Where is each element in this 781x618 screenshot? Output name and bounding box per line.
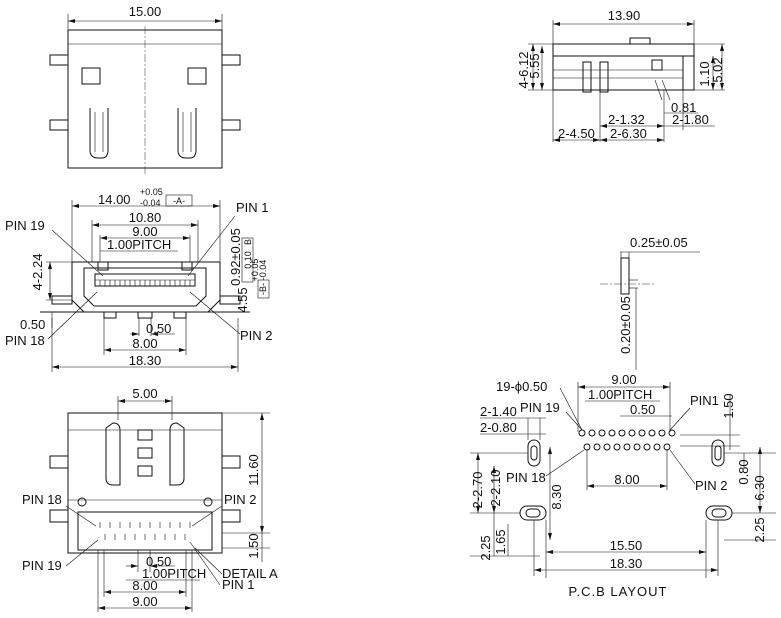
- bottom-dim-1-50: 1.50: [246, 533, 261, 558]
- pcb-dim-1-65: 1.65: [493, 529, 508, 554]
- pcb-dim-15-50: 15.50: [610, 538, 643, 553]
- pcb-pitch: 1.00PITCH: [588, 387, 652, 402]
- front-view: 14.00 +0.05 -0.04 -A- 10.80 9.00 1.00PIT…: [5, 187, 273, 372]
- pcb-dim-6-30: 6.30: [752, 475, 767, 500]
- pcb-dim-2-2-10: 2-2.10: [488, 470, 503, 507]
- front-dim-0-50-mid: 0.50: [146, 321, 171, 336]
- bottom-pin-row: [99, 522, 191, 540]
- pcb-hole-row-bottom: [583, 443, 671, 451]
- side-dim-0-81: 0.81: [671, 100, 696, 115]
- bottom-view: 5.00: [22, 386, 278, 612]
- side-dim-2-1-80: 2-1.80: [672, 112, 709, 127]
- pcb-dim-0-50: 0.50: [630, 402, 655, 417]
- pin-detail: 0.25±0.05 0.20±0.05: [600, 235, 700, 370]
- pcb-dim-2-25-right: 2.25: [752, 517, 767, 542]
- bottom-dim-11-60: 11.60: [246, 454, 261, 486]
- pcb-dim-2-25-left: 2.25: [478, 535, 493, 560]
- pcb-dim-9-00: 9.00: [611, 372, 636, 387]
- front-width-dim: 14.00: [98, 192, 131, 207]
- pcb-dim-8-00: 8.00: [614, 472, 639, 487]
- front-pin19-label: PIN 19: [5, 218, 45, 233]
- side-dim-5-55: 5.55: [527, 53, 542, 78]
- front-pin18-label: PIN 18: [5, 333, 45, 348]
- front-flatness: 0.10: [243, 251, 253, 269]
- pcb-dim-2-1-40: 2-1.40: [480, 404, 517, 419]
- bottom-dim-0-50: 0.50: [146, 554, 171, 569]
- front-dim-18-30: 18.30: [129, 353, 162, 368]
- pcb-dim-18-30: 18.30: [610, 556, 643, 571]
- pcb-dim-2-2-70: 2-2.70: [470, 472, 485, 509]
- bottom-dim-5-00: 5.00: [132, 386, 157, 401]
- side-dim-2-4-50: 2-4.50: [558, 126, 595, 141]
- pcb-pin1-label: PIN1: [690, 393, 719, 408]
- pcb-dim-8-30: 8.30: [549, 484, 564, 509]
- front-pin1-label: PIN 1: [236, 200, 269, 215]
- pcb-pin18-label: PIN 18: [506, 470, 546, 485]
- side-dim-2-1-32: 2-1.32: [608, 112, 645, 127]
- front-dim-4-2-24: 4-2.24: [30, 254, 45, 291]
- bottom-pitch: 1.00PITCH: [142, 566, 206, 581]
- bottom-dim-8-00: 8.00: [132, 578, 157, 593]
- pcb-hole-row-top: [578, 429, 676, 437]
- bottom-pin2-label: PIN 2: [224, 492, 257, 507]
- pin-detail-thickness: 0.20±0.05: [618, 296, 633, 354]
- datum-b-box: -B-: [258, 283, 268, 295]
- pcb-dim-1-50: 1.50: [721, 393, 736, 418]
- pcb-dim-0-80: 0.80: [736, 459, 751, 484]
- front-pin-row: [99, 280, 191, 286]
- front-width-tol-plus: +0.05: [140, 187, 163, 197]
- bottom-dim-9-00: 9.00: [132, 594, 157, 609]
- bottom-pin1-label: PIN 1: [222, 577, 255, 592]
- pcb-pin19-label: PIN 19: [520, 400, 560, 415]
- front-flatness-datum: B: [243, 239, 253, 245]
- side-dim-4-6-12: 4-6.12: [516, 52, 531, 89]
- front-dim-8-00: 8.00: [132, 336, 157, 351]
- pcb-holes-label: 19-ϕ0.50: [496, 379, 547, 394]
- pcb-dim-2-0-80: 2-0.80: [480, 420, 517, 435]
- front-width-tol-minus: -0.04: [140, 198, 161, 208]
- pcb-layout: 9.00 1.00PITCH 0.50 19-ϕ0.50 PIN 19 PIN1…: [470, 372, 776, 599]
- side-dim-13-90: 13.90: [608, 8, 641, 23]
- front-dim-0-50-left: 0.50: [20, 317, 45, 332]
- side-dim-2-6-30: 2-6.30: [610, 126, 647, 141]
- datum-a-box: -A-: [173, 196, 185, 206]
- side-view: 13.90 4-6.12 5.55 1.10 5.02: [516, 8, 725, 142]
- front-dim-10-80: 10.80: [129, 210, 162, 225]
- pin-detail-width: 0.25±0.05: [630, 235, 688, 250]
- front-dim-4-55-tol-minus: -0.04: [258, 260, 268, 281]
- front-dim-4-55: 4.55: [235, 287, 250, 312]
- pcb-pin2-label: PIN 2: [695, 478, 728, 493]
- side-dim-1-10: 1.10: [697, 61, 712, 86]
- bottom-pin19-label: PIN 19: [22, 558, 62, 573]
- top-width-dim: 15.00: [129, 4, 162, 19]
- front-dim-4-55-tol-plus: +0.05: [250, 259, 260, 282]
- front-dim-9-00: 9.00: [132, 224, 157, 239]
- front-pitch: 1.00PITCH: [107, 237, 171, 252]
- front-pin2-label: PIN 2: [240, 328, 273, 343]
- side-dim-5-02: 5.02: [710, 57, 725, 82]
- front-dim-0-92: 0.92±0.05: [228, 228, 243, 286]
- detail-a-label: DETAIL A: [222, 566, 278, 581]
- bottom-pin18-label: PIN 18: [22, 492, 62, 507]
- pcb-layout-caption: P.C.B LAYOUT: [569, 584, 668, 599]
- top-view: 15.00: [49, 4, 241, 175]
